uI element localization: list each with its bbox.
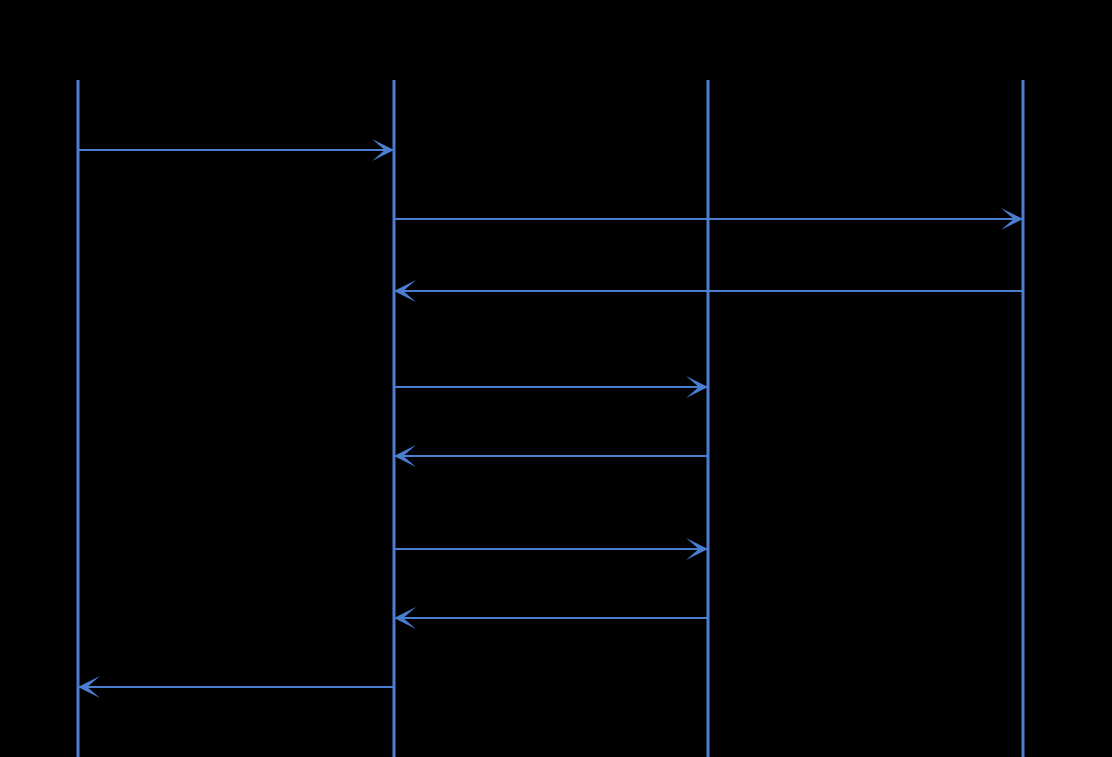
message-1	[78, 139, 394, 161]
message-arrowhead-2	[1001, 208, 1023, 230]
message-7	[394, 607, 708, 629]
message-8	[78, 676, 394, 698]
lifelines-group	[76, 80, 1025, 757]
messages-group	[78, 139, 1023, 698]
message-arrowhead-4	[686, 376, 708, 398]
message-6	[394, 538, 708, 560]
message-arrowhead-5	[394, 445, 416, 467]
message-4	[394, 376, 708, 398]
message-3	[394, 280, 1023, 302]
message-arrowhead-7	[394, 607, 416, 629]
message-arrowhead-6	[686, 538, 708, 560]
message-2	[394, 208, 1023, 230]
message-arrowhead-1	[372, 139, 394, 161]
message-arrowhead-8	[78, 676, 100, 698]
message-arrowhead-3	[394, 280, 416, 302]
message-5	[394, 445, 708, 467]
